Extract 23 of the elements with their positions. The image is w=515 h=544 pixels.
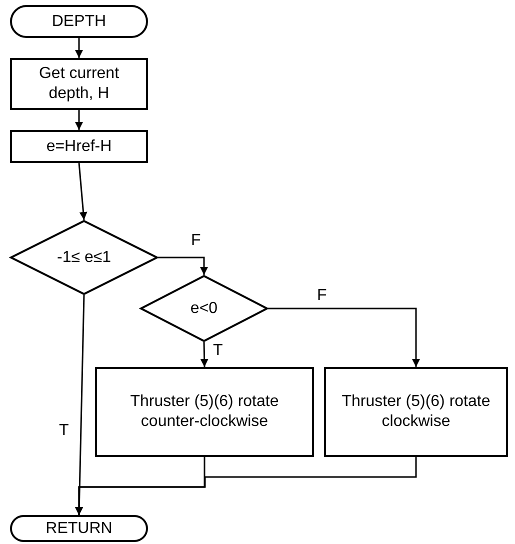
arrow <box>268 308 420 367</box>
node-label: DEPTH <box>50 12 108 32</box>
process-box <box>10 58 148 110</box>
node-label: -1≤ e≤1 <box>56 248 112 268</box>
arrow <box>75 110 83 130</box>
node-label: Thruster (5)(6) rotate clockwise <box>340 392 492 432</box>
node-label: e=Href-H <box>45 136 113 156</box>
process-box <box>324 367 508 457</box>
process-box <box>10 130 148 163</box>
arrow <box>158 256 208 275</box>
node-label: e<0 <box>189 298 219 318</box>
arrow <box>75 38 83 58</box>
node-label: Get current depth, H <box>38 64 120 104</box>
node-label: Thruster (5)(6) rotate counter-clockwise <box>129 392 280 432</box>
terminal-shape <box>10 515 148 542</box>
decision-diamond <box>10 220 158 295</box>
process-box <box>95 367 314 457</box>
node-label: RETURN <box>44 518 114 538</box>
arrow <box>78 162 88 220</box>
terminal-shape <box>10 5 148 38</box>
arrow <box>75 457 417 515</box>
decision-diamond <box>140 275 268 342</box>
arrow <box>200 342 208 368</box>
